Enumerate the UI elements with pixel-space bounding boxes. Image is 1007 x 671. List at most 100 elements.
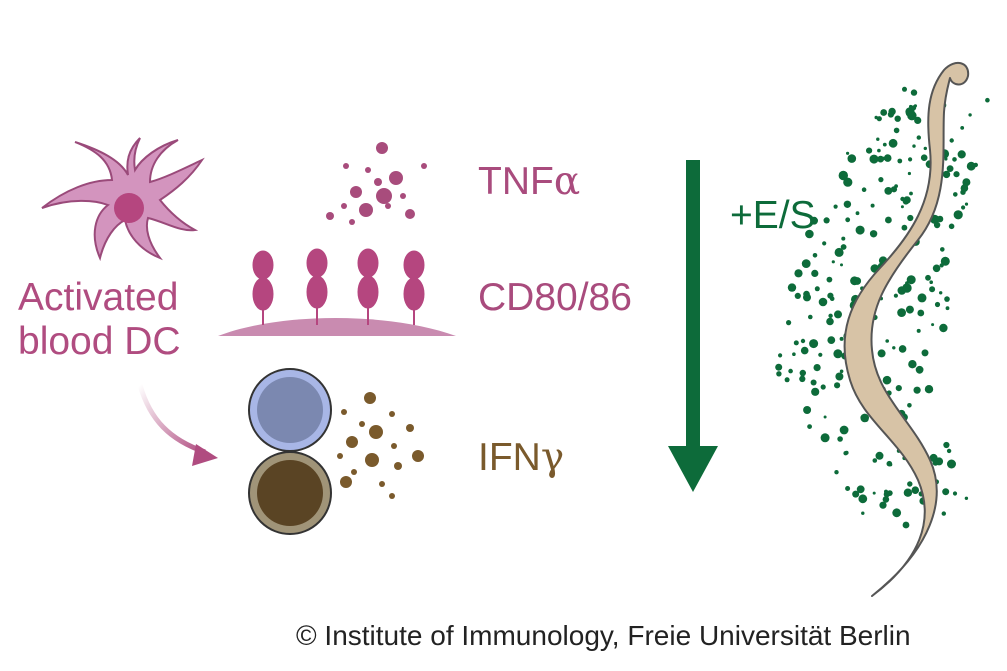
es-dot xyxy=(952,157,957,162)
es-dot xyxy=(985,97,990,103)
es-dot xyxy=(788,368,793,374)
es-dot xyxy=(834,470,839,475)
es-dot xyxy=(801,259,811,268)
es-dot xyxy=(793,340,799,346)
dc-label: Activated blood DC xyxy=(18,278,181,366)
es-dot xyxy=(839,336,844,341)
es-dot xyxy=(901,224,908,231)
es-dot xyxy=(861,187,867,192)
es-dot xyxy=(843,177,853,187)
es-dot xyxy=(894,184,898,189)
es-dot xyxy=(932,459,939,466)
es-dot xyxy=(787,283,797,292)
es-dot xyxy=(897,308,906,317)
es-dot xyxy=(942,488,950,496)
es-dot xyxy=(775,363,783,371)
es-dot xyxy=(948,223,955,230)
es-dot xyxy=(940,247,945,252)
es-dot xyxy=(818,352,823,357)
es-dot xyxy=(945,306,950,311)
es-dot xyxy=(845,486,851,491)
es-dot xyxy=(885,216,892,224)
es-dot xyxy=(944,296,950,302)
es-dot xyxy=(811,387,820,396)
es-dot xyxy=(939,263,944,268)
es-dot xyxy=(805,229,814,239)
es-dot xyxy=(813,364,821,372)
es-dot xyxy=(947,459,956,469)
receptor-icon xyxy=(252,250,274,325)
lymphocyte-icon xyxy=(248,368,332,452)
es-dot xyxy=(916,135,921,140)
es-dot xyxy=(968,113,972,117)
es-dot xyxy=(846,151,850,155)
es-dot xyxy=(913,104,918,108)
es-dot xyxy=(914,116,922,124)
es-dot xyxy=(803,406,812,414)
es-dot xyxy=(829,296,835,302)
es-dot xyxy=(843,200,852,208)
es-dot xyxy=(847,154,857,163)
es-dot xyxy=(894,115,901,122)
es-dot xyxy=(911,486,920,495)
es-dot xyxy=(907,403,912,408)
es-dot xyxy=(953,192,958,197)
curved-arrow xyxy=(137,384,218,466)
es-dot xyxy=(940,256,950,266)
es-dot xyxy=(941,511,946,516)
es-dot xyxy=(837,436,843,442)
es-dot xyxy=(826,317,834,326)
es-dot xyxy=(811,269,819,277)
dc-label-line2: blood DC xyxy=(18,320,181,363)
es-dot xyxy=(934,301,941,308)
es-dot xyxy=(909,191,913,196)
es-dot xyxy=(911,360,916,365)
es-dot xyxy=(888,138,898,148)
es-dot xyxy=(892,346,896,350)
dendritic-cell-icon xyxy=(41,137,205,262)
tnf-dots xyxy=(326,142,427,225)
es-dot xyxy=(834,310,842,319)
es-dot xyxy=(823,217,830,224)
es-dot xyxy=(960,126,965,130)
es-dot xyxy=(858,494,868,504)
es-dot xyxy=(860,413,869,423)
es-dot xyxy=(882,142,887,147)
es-dot xyxy=(925,274,931,281)
es-dot xyxy=(799,369,806,377)
es-dot xyxy=(776,371,782,377)
es-dot xyxy=(907,481,913,487)
ifn-label: IFNγ xyxy=(478,438,564,477)
es-dot xyxy=(898,345,907,353)
es-dot xyxy=(823,415,827,419)
es-dot xyxy=(882,375,892,385)
tnf-label: TNFα xyxy=(478,162,580,201)
es-dot xyxy=(808,314,813,320)
es-dot xyxy=(831,260,835,264)
tnf-label-symbol: α xyxy=(553,159,581,204)
es-dot xyxy=(902,283,912,293)
es-dot xyxy=(908,157,913,162)
es-dot xyxy=(834,247,844,257)
es-dot xyxy=(920,154,928,161)
es-dot xyxy=(818,297,828,307)
lymphocyte-icon xyxy=(248,451,332,535)
es-dot xyxy=(879,501,887,509)
es-dot xyxy=(820,433,830,443)
es-dot xyxy=(820,384,826,390)
es-dot xyxy=(902,86,907,92)
es-dot xyxy=(893,127,900,134)
es-dot xyxy=(907,171,912,176)
es-dot xyxy=(861,511,865,515)
es-dot xyxy=(932,264,941,273)
ifn-dots xyxy=(337,392,424,499)
es-dot xyxy=(877,349,886,358)
es-dot xyxy=(828,313,833,318)
es-dot xyxy=(946,165,954,173)
es-dots xyxy=(775,86,990,529)
es-dot xyxy=(939,291,943,295)
tnf-label-text: TNF xyxy=(478,160,554,203)
es-dot xyxy=(778,353,783,358)
es-dot xyxy=(961,205,966,210)
es-dot xyxy=(869,230,878,238)
